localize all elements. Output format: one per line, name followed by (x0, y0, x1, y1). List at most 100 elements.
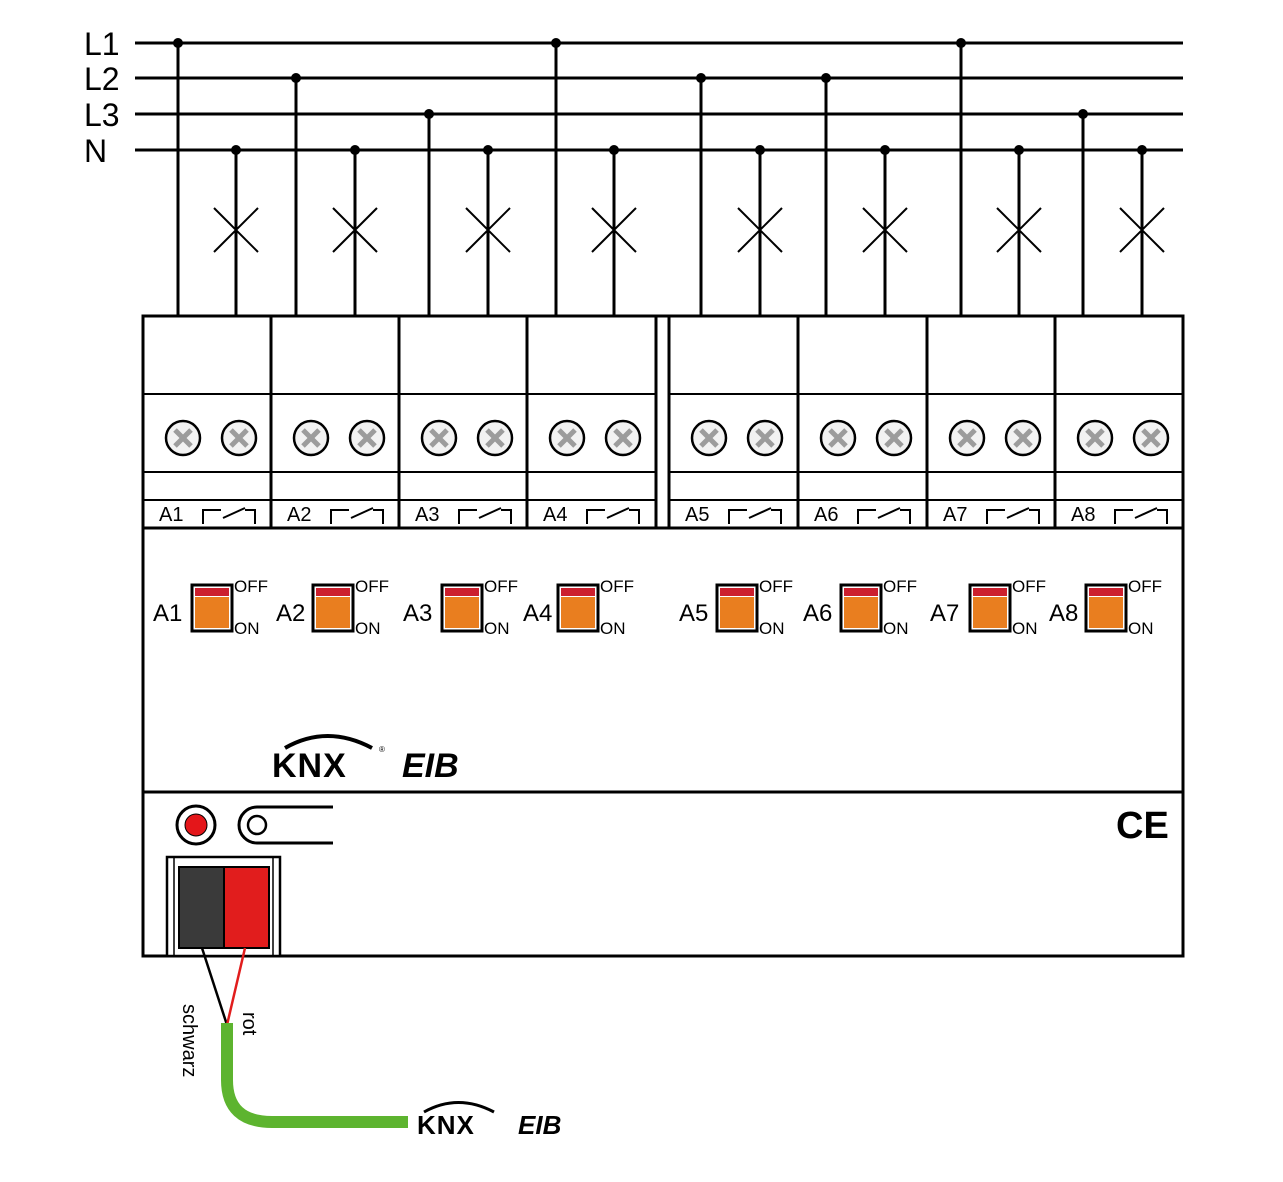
manual-switch-a6[interactable]: A6 OFF ON (803, 577, 917, 638)
manual-switch-a4[interactable]: A4 OFF ON (523, 577, 634, 638)
channel-label: A7 (943, 504, 967, 526)
screw-terminal-icon[interactable] (746, 419, 784, 457)
neutral-junction-dot (609, 145, 619, 155)
switch-channel-label: A5 (679, 600, 708, 627)
wire-black (200, 947, 229, 1026)
device-knx-logo: KNX ® EIB (272, 734, 459, 785)
phase-junction-dot (696, 73, 706, 83)
screw-terminal-icon[interactable] (1132, 419, 1170, 457)
switch-off-label: OFF (883, 577, 917, 596)
programming-button-icon[interactable] (237, 805, 333, 845)
switch-on-label: ON (883, 619, 909, 638)
switch-lever[interactable] (445, 597, 479, 628)
switch-lever[interactable] (316, 597, 350, 628)
channel-label: A2 (287, 504, 311, 526)
switch-off-label: OFF (484, 577, 518, 596)
screw-terminal-icon[interactable] (1004, 419, 1042, 457)
manual-switches: A1OFFONA2OFFONA3OFFONA4OFFONA5OFFONA6OFF… (153, 577, 1162, 638)
switch-off-label: OFF (355, 577, 389, 596)
switch-channel-label: A1 (153, 600, 182, 627)
terminal-block-a7: A7 (925, 314, 1057, 530)
switch-channel-label: A6 (803, 600, 832, 627)
switch-lever[interactable] (844, 597, 878, 628)
screw-terminal-icon[interactable] (548, 419, 586, 457)
phase-junction-dot (173, 38, 183, 48)
channel-label: A6 (814, 504, 838, 526)
switch-channel-label: A7 (930, 600, 959, 627)
switch-red-window (445, 588, 479, 596)
relay-contact-icon (728, 507, 782, 524)
channel-label: A5 (685, 504, 709, 526)
screw-terminal-icon[interactable] (690, 419, 728, 457)
phase-junction-dot (291, 73, 301, 83)
terminal-block-a5: A5 (667, 314, 800, 530)
switch-off-label: OFF (600, 577, 634, 596)
cable-knx-text: KNX (417, 1110, 475, 1140)
bus-terminal-black (178, 866, 225, 949)
lamp-cross-icon (332, 207, 378, 253)
screw-terminal-icon[interactable] (292, 419, 330, 457)
switch-on-label: ON (759, 619, 785, 638)
switch-off-label: OFF (1012, 577, 1046, 596)
phase-junction-dot (821, 73, 831, 83)
phase-junction-dot (956, 38, 966, 48)
device-eib-text: EIB (402, 747, 459, 785)
switch-on-label: ON (1128, 619, 1154, 638)
neutral-junction-dot (755, 145, 765, 155)
supply-line-label: L3 (84, 97, 120, 133)
switch-on-label: ON (234, 619, 260, 638)
switch-channel-label: A3 (403, 600, 432, 627)
switch-lever[interactable] (720, 597, 754, 628)
phase-junction-dot (424, 109, 434, 119)
switch-red-window (561, 588, 595, 596)
screw-terminal-icon[interactable] (420, 419, 458, 457)
screw-terminal-icon[interactable] (875, 419, 913, 457)
load-wiring (173, 38, 1165, 316)
manual-switch-a3[interactable]: A3 OFF ON (403, 577, 518, 638)
switch-red-window (195, 588, 229, 596)
switch-lever[interactable] (561, 597, 595, 628)
device-knx-text: KNX (272, 747, 347, 785)
neutral-junction-dot (350, 145, 360, 155)
switch-lever[interactable] (195, 597, 229, 628)
lamp-cross-icon (996, 207, 1042, 253)
switch-lever[interactable] (1089, 597, 1123, 628)
screw-terminal-icon[interactable] (220, 419, 258, 457)
channel-a5-wiring (696, 73, 783, 316)
switch-on-label: ON (600, 619, 626, 638)
manual-switch-a5[interactable]: A5 OFF ON (679, 577, 793, 638)
supply-line-label: N (84, 133, 107, 169)
channel-label: A4 (543, 504, 567, 526)
lamp-cross-icon (591, 207, 637, 253)
switch-channel-label: A4 (523, 600, 552, 627)
channel-a1-wiring (173, 38, 259, 316)
bus-terminal-red (223, 866, 270, 949)
wire-red-label: rot (238, 1012, 260, 1036)
switch-off-label: OFF (759, 577, 793, 596)
screw-terminal-icon[interactable] (948, 419, 986, 457)
screw-terminal-icon[interactable] (476, 419, 514, 457)
neutral-junction-dot (1014, 145, 1024, 155)
bus-terminal (165, 855, 282, 958)
green-bus-cable (221, 1023, 408, 1128)
terminal-block-a2: A2 (269, 314, 401, 530)
screw-terminal-icon[interactable] (604, 419, 642, 457)
lamp-cross-icon (1119, 207, 1165, 253)
supply-line-label: L2 (84, 61, 120, 97)
bus-cable: schwarz rot (178, 947, 408, 1128)
housing-outline (141, 314, 1185, 958)
screw-terminal-icon[interactable] (819, 419, 857, 457)
switch-on-label: ON (484, 619, 510, 638)
screw-terminal-icon[interactable] (1076, 419, 1114, 457)
screw-terminal-icon[interactable] (164, 419, 202, 457)
neutral-junction-dot (1137, 145, 1147, 155)
switch-lever[interactable] (973, 597, 1007, 628)
screw-terminal-icon[interactable] (348, 419, 386, 457)
